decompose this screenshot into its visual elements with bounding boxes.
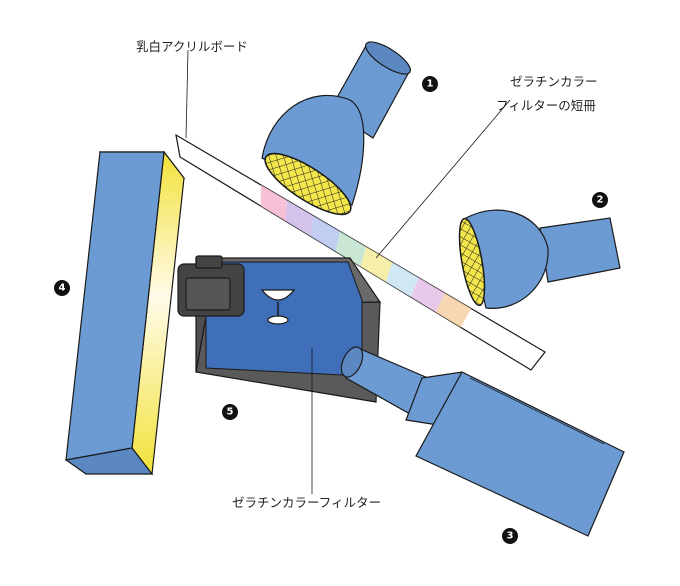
filter-strip-band	[435, 293, 472, 328]
leader-acrylic	[185, 49, 189, 139]
marker-4-text: 4	[59, 283, 66, 294]
leader-strip	[375, 99, 511, 259]
marker-1-text: 1	[427, 79, 434, 90]
light-1-honeycomb-grid	[264, 152, 352, 216]
marker-3: 3	[502, 528, 518, 544]
label-gel-filter: ゼラチンカラーフィルター	[232, 495, 381, 510]
label-filter-strip-1: ゼラチンカラー	[510, 74, 598, 89]
camera-prism	[195, 255, 223, 269]
marker-1: 1	[422, 76, 438, 92]
marker-5: 5	[222, 404, 238, 420]
leader-lines	[185, 49, 511, 494]
light-4-bottom	[64, 447, 154, 475]
light-3-edge-line	[469, 377, 605, 445]
light-2-barrel	[539, 217, 621, 283]
filter-strip-band	[260, 184, 288, 222]
marker-2: 2	[592, 192, 608, 208]
camera	[177, 255, 245, 317]
light-3-front	[340, 346, 364, 378]
light-2-honeycomb-grid	[458, 217, 486, 307]
marker-3-text: 3	[507, 531, 514, 542]
marker-4: 4	[54, 280, 70, 296]
filter-strip-bands	[260, 184, 472, 328]
light-2-reflector	[465, 209, 549, 309]
filter-strip-band	[310, 215, 340, 252]
light-3	[340, 346, 625, 537]
light-2	[458, 209, 621, 309]
light-1-end-cap	[365, 41, 411, 75]
filter-strip-band	[360, 246, 393, 282]
acrylic-board	[175, 133, 546, 371]
label-acrylic-board: 乳白アクリルボード	[136, 39, 248, 54]
filter-strip-band	[335, 231, 367, 267]
light-1-reflector	[261, 94, 365, 206]
light-4-box	[64, 150, 186, 476]
filter-strip-band	[285, 200, 314, 237]
filter-strip-band	[385, 262, 419, 298]
marker-5-text: 5	[227, 407, 234, 418]
glass-base	[267, 315, 289, 325]
label-filter-strip-2: フィルターの短冊	[496, 98, 596, 113]
light-3-body	[415, 371, 625, 537]
camera-screen	[185, 277, 231, 311]
filter-strip-band	[410, 277, 445, 313]
wine-glass	[260, 289, 296, 325]
light-1	[261, 41, 411, 216]
glass-bowl	[260, 289, 296, 301]
marker-2-text: 2	[597, 195, 604, 206]
